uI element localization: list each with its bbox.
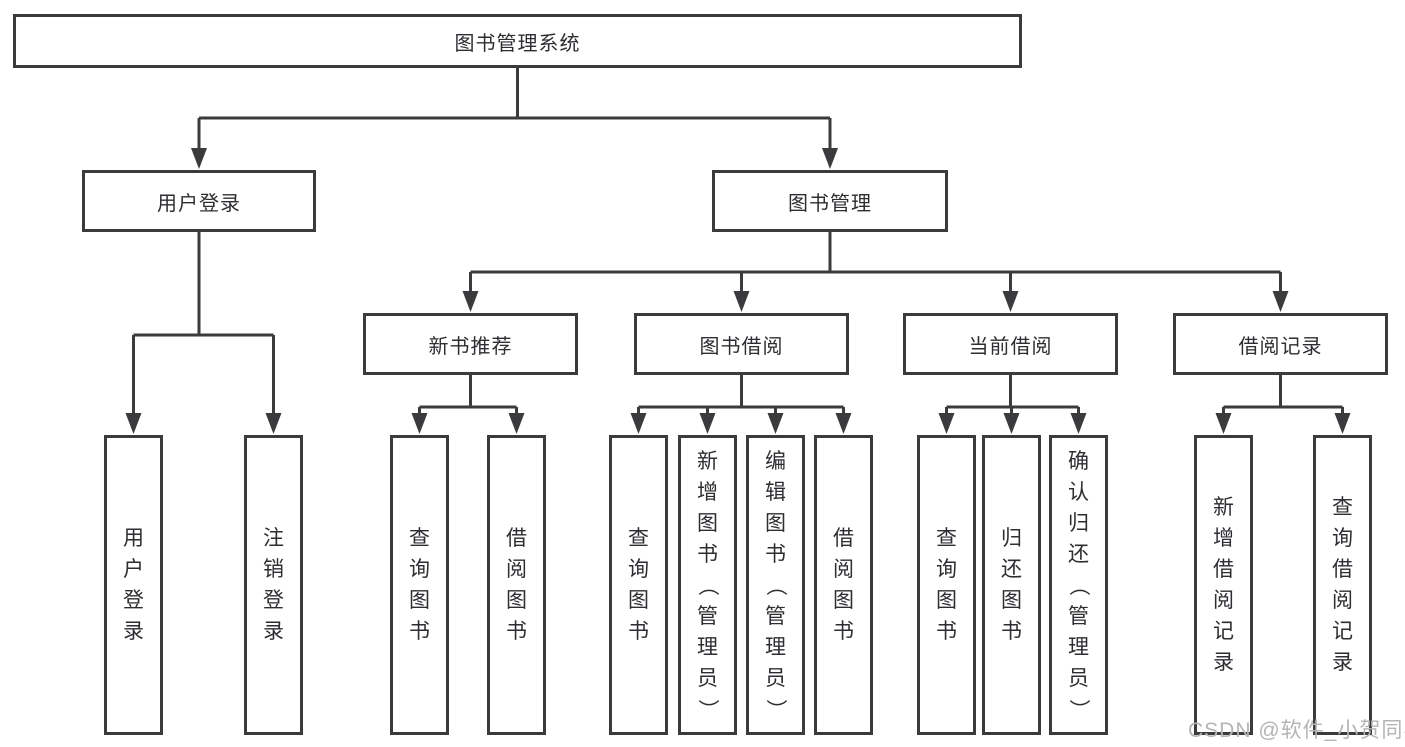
node-label: 借阅图书 (833, 527, 854, 643)
node-user-login: 用户登录 (82, 170, 316, 232)
leaf-edit-books-admin: 编辑图书（管理员） (746, 435, 805, 735)
leaf-user-login-action: 用户登录 (104, 435, 163, 735)
node-label: 当前借阅 (968, 335, 1053, 358)
leaf-query-books-recommend: 查询图书 (390, 435, 449, 735)
leaf-borrow-books-borrowing: 借阅图书 (814, 435, 873, 735)
node-label: 确认归还（管理员） (1067, 449, 1090, 720)
node-library-management-system: 图书管理系统 (13, 14, 1022, 68)
leaf-query-books-borrowing: 查询图书 (609, 435, 668, 735)
node-label: 注销登录 (263, 527, 284, 643)
node-label: 查询图书 (936, 527, 957, 643)
node-label: 借阅记录 (1238, 335, 1323, 358)
node-label: 借阅图书 (506, 527, 527, 643)
leaf-confirm-return-admin: 确认归还（管理员） (1049, 435, 1108, 735)
node-new-book-recommendation: 新书推荐 (363, 313, 578, 375)
node-label: 用户登录 (157, 192, 241, 215)
node-label: 归还图书 (1001, 527, 1022, 643)
node-label: 编辑图书（管理员） (764, 449, 787, 720)
node-label: 新书推荐 (428, 335, 513, 358)
node-label: 图书借阅 (699, 335, 784, 358)
node-label: 图书管理 (788, 192, 872, 215)
leaf-add-books-admin: 新增图书（管理员） (678, 435, 737, 735)
node-current-borrowing: 当前借阅 (903, 313, 1118, 375)
node-label: 图书管理系统 (454, 32, 581, 55)
csdn-watermark: CSDN @软件_小贺同学 (1188, 719, 1405, 742)
node-book-borrowing: 图书借阅 (634, 313, 849, 375)
leaf-borrow-books-recommend: 借阅图书 (487, 435, 546, 735)
leaf-add-borrow-record: 新增借阅记录 (1194, 435, 1253, 735)
node-borrowing-records: 借阅记录 (1173, 313, 1388, 375)
leaf-query-books-current: 查询图书 (917, 435, 976, 735)
node-label: 查询借阅记录 (1332, 496, 1353, 674)
node-book-management: 图书管理 (712, 170, 948, 232)
node-label: 查询图书 (409, 527, 430, 643)
leaf-return-books: 归还图书 (982, 435, 1041, 735)
leaf-logout-action: 注销登录 (244, 435, 303, 735)
node-label: 用户登录 (123, 527, 144, 643)
node-label: 新增图书（管理员） (696, 449, 719, 720)
leaf-query-borrow-record: 查询借阅记录 (1313, 435, 1372, 735)
node-label: 新增借阅记录 (1213, 496, 1234, 674)
node-label: 查询图书 (628, 527, 649, 643)
